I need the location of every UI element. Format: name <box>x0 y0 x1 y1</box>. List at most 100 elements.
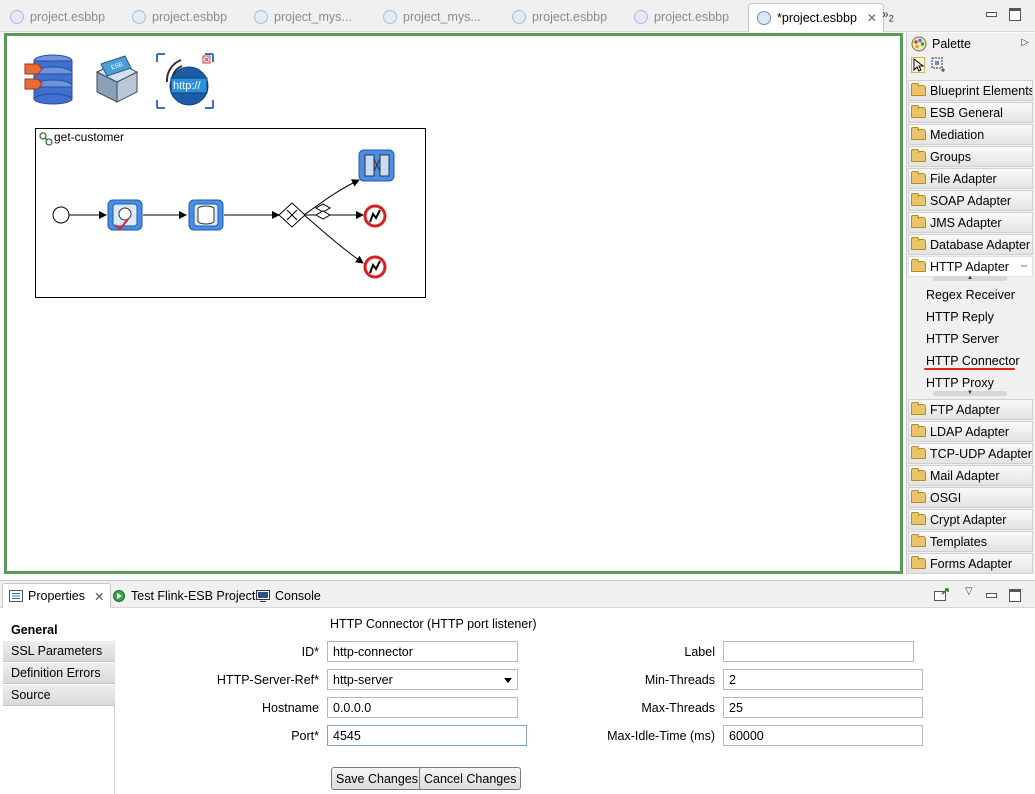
hostname-input[interactable] <box>327 697 518 718</box>
palette-drawer[interactable]: Blueprint Elements <box>908 80 1033 101</box>
max-idle-time-label: Max-Idle-Time (ms) <box>607 729 715 743</box>
palette-header: Palette <box>907 33 1035 55</box>
id-input[interactable] <box>327 641 518 662</box>
maximize-icon[interactable] <box>1008 7 1022 21</box>
tab-console[interactable]: Console <box>250 583 327 608</box>
palette-drawer[interactable]: SOAP Adapter <box>908 190 1033 211</box>
editor-tab-label: project_mys... <box>403 9 481 24</box>
palette-drawer-label: File Adapter <box>930 171 997 186</box>
diagram-canvas[interactable]: ESB http:// get-customer <box>4 33 903 574</box>
http-server-ref-select[interactable]: http-server <box>327 669 518 690</box>
palette-drawer[interactable]: File Adapter <box>908 168 1033 189</box>
max-threads-input[interactable] <box>723 697 923 718</box>
minimize-icon[interactable] <box>984 588 998 600</box>
editor-tab-5[interactable]: project.esbbp <box>504 3 607 30</box>
save-changes-button[interactable]: Save Changes <box>331 767 424 790</box>
database-stack-icon[interactable] <box>23 52 77 106</box>
start-event-icon[interactable] <box>52 206 70 224</box>
xor-gateway-icon[interactable] <box>278 202 306 228</box>
folder-icon <box>911 446 926 459</box>
min-threads-input[interactable] <box>723 669 923 690</box>
pin-drawer-icon[interactable]: ⇔ <box>1019 260 1029 271</box>
cancel-changes-button[interactable]: Cancel Changes <box>419 767 522 790</box>
maximize-icon[interactable] <box>1008 588 1022 602</box>
palette-entry[interactable]: HTTP Server <box>926 332 999 346</box>
palette-drawer-label: Mail Adapter <box>930 468 1000 483</box>
section-ssl-parameters[interactable]: SSL Parameters <box>3 641 115 662</box>
palette-drawer[interactable]: ESB General <box>908 102 1033 123</box>
folder-icon <box>911 171 926 184</box>
palette-drawer[interactable]: TCP-UDP Adapter <box>908 443 1033 464</box>
palette-entry[interactable]: Regex Receiver <box>926 288 1015 302</box>
select-arrow-icon[interactable] <box>911 57 925 73</box>
section-general[interactable]: General <box>3 619 115 640</box>
palette-drawer-label: OSGI <box>930 490 962 505</box>
palette-drawer[interactable]: Mediation <box>908 124 1033 145</box>
view-tab-bar: Properties ✕ Test Flink-ESB Project Cons… <box>0 581 1035 608</box>
package-box-icon[interactable]: ESB <box>91 54 143 104</box>
palette-drawer[interactable]: Database Adapter <box>908 234 1033 255</box>
editor-tab-label: *project.esbbp <box>777 11 857 25</box>
close-view-icon[interactable]: ✕ <box>93 589 105 604</box>
label-input[interactable] <box>723 641 914 662</box>
palette-entry[interactable]: HTTP Proxy <box>926 376 994 390</box>
hostname-label: Hostname <box>262 701 319 715</box>
editor-tab-1[interactable]: project.esbbp <box>2 3 105 30</box>
folder-icon <box>911 534 926 547</box>
port-label: Port* <box>291 729 319 743</box>
port-input[interactable] <box>327 725 527 746</box>
editor-tab-4[interactable]: project_mys... <box>375 3 481 30</box>
palette-entry[interactable]: HTTP Reply <box>926 310 994 324</box>
folder-icon <box>911 402 926 415</box>
palette-drawer[interactable]: Mail Adapter <box>908 465 1033 486</box>
folder-icon <box>911 237 926 250</box>
error-end-icon[interactable] <box>363 255 387 279</box>
palette-drawer-label: Templates <box>930 534 987 549</box>
editor-tab-label: project.esbbp <box>532 9 608 24</box>
flow-container[interactable]: get-customer <box>35 128 426 298</box>
esb-file-icon <box>254 9 268 24</box>
minimize-icon[interactable] <box>984 7 998 19</box>
palette-drawer[interactable]: LDAP Adapter <box>908 421 1033 442</box>
database-icon[interactable] <box>188 199 224 231</box>
palette-drawer[interactable]: Crypt Adapter <box>908 509 1033 530</box>
tab-test-project[interactable]: Test Flink-ESB Project <box>106 583 261 608</box>
max-idle-time-input[interactable] <box>723 725 923 746</box>
palette-drawer[interactable]: Templates <box>908 531 1033 552</box>
editor-tab-6[interactable]: project.esbbp <box>626 3 729 30</box>
close-tab-icon[interactable]: ✕ <box>866 11 877 25</box>
section-definition-errors[interactable]: Definition Errors <box>3 663 115 684</box>
palette-drawer-label: LDAP Adapter <box>930 424 1009 439</box>
palette-drawer[interactable]: JMS Adapter <box>908 212 1033 233</box>
palette-drawer[interactable]: FTP Adapter <box>908 399 1033 420</box>
section-source[interactable]: Source <box>3 685 115 706</box>
test-run-icon <box>113 589 125 602</box>
palette-drawer[interactable]: Forms Adapter <box>908 553 1033 574</box>
error-end-icon[interactable] <box>363 204 387 228</box>
palette-drawer-label: ESB General <box>930 105 1003 120</box>
editor-tab-active[interactable]: *project.esbbp ✕ <box>748 3 884 32</box>
palette-tools <box>911 57 947 73</box>
editor-tab-3[interactable]: project_mys... <box>246 3 352 30</box>
folder-icon <box>911 193 926 206</box>
palette-drawer-open[interactable]: HTTP Adapter⇔ <box>908 256 1033 277</box>
tab-label: Properties <box>28 589 85 603</box>
marquee-select-icon[interactable] <box>931 57 947 73</box>
palette-drawer[interactable]: OSGI <box>908 487 1033 508</box>
palette-icon <box>911 36 927 52</box>
pin-view-icon[interactable] <box>934 588 950 602</box>
palette-drawer[interactable]: Groups <box>908 146 1033 167</box>
folder-icon <box>911 215 926 228</box>
tab-properties[interactable]: Properties ✕ <box>2 583 112 608</box>
http-connector-icon[interactable]: http:// <box>155 52 215 110</box>
view-menu-icon[interactable]: ▽ <box>965 586 973 597</box>
tab-overflow-button[interactable]: »2 <box>882 7 894 23</box>
service-node-icon[interactable] <box>358 149 395 182</box>
scroll-down-icon[interactable]: ▼ <box>933 390 1007 396</box>
http-server-ref-value: http-server <box>333 672 393 687</box>
http-receive-icon[interactable] <box>107 199 143 231</box>
editor-tab-2[interactable]: project.esbbp <box>124 3 227 30</box>
collapse-palette-icon[interactable]: ▷ <box>1021 37 1029 48</box>
palette-entry-http-connector[interactable]: HTTP Connector <box>926 354 1020 368</box>
scroll-up-icon[interactable]: ▲ <box>933 275 1007 281</box>
